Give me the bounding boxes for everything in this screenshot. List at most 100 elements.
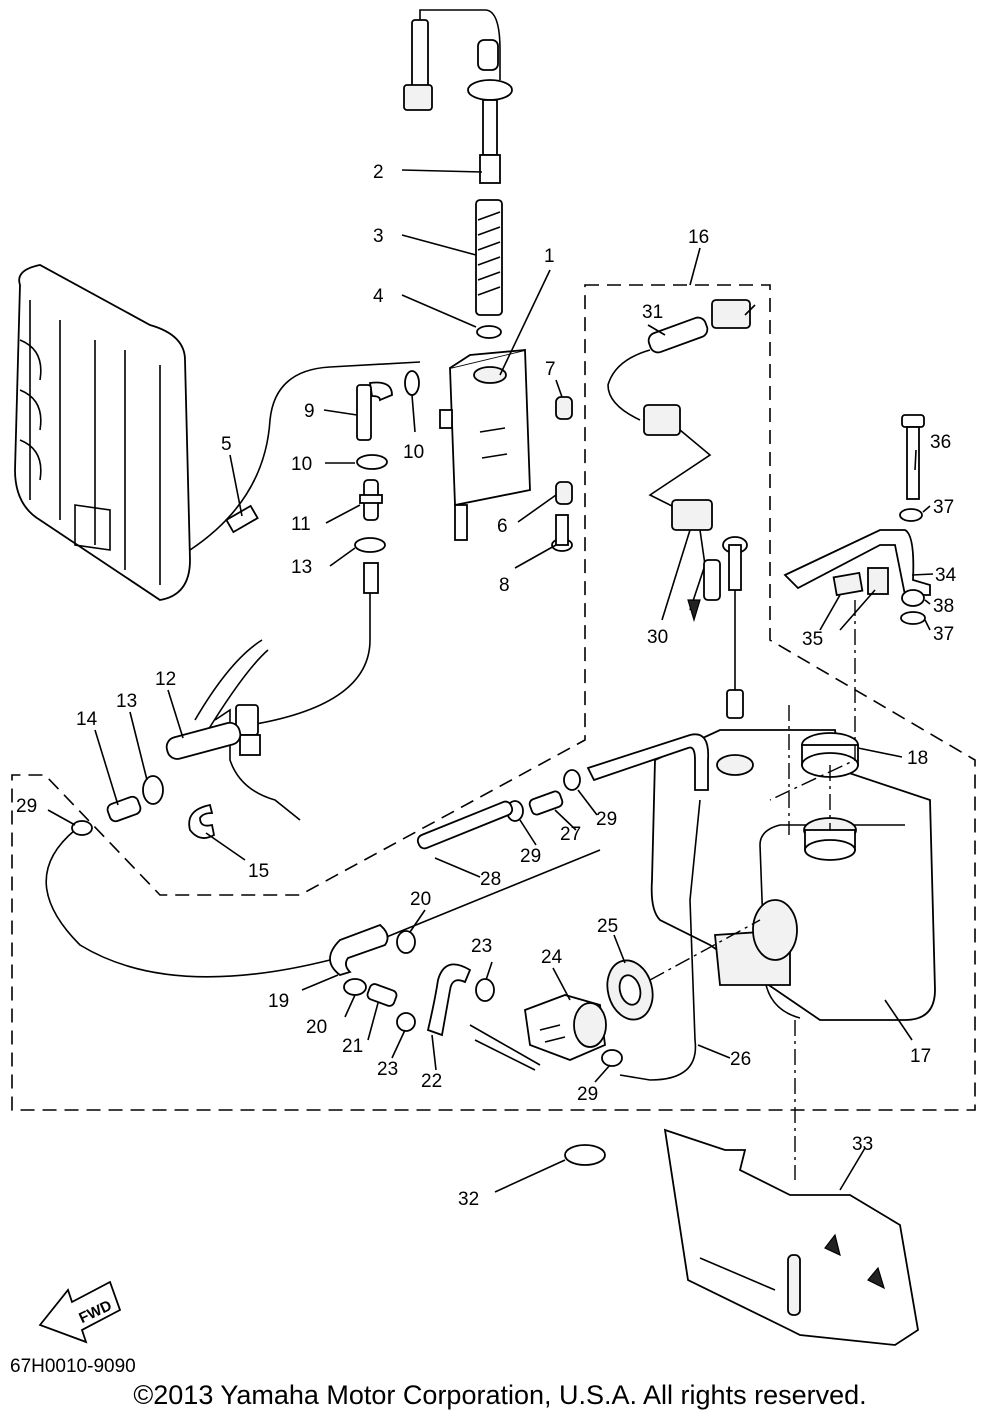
- grommet-6: [555, 481, 573, 505]
- callout-23a: 23: [471, 936, 492, 957]
- washer-37b: [900, 611, 926, 625]
- callout-13b: 13: [116, 691, 137, 712]
- clip-29a: [71, 820, 93, 836]
- engine-block: [194, 639, 301, 821]
- callout-28: 28: [480, 869, 501, 890]
- callout-38: 38: [933, 596, 954, 617]
- oil-pump: [469, 994, 607, 1071]
- callout-23b: 23: [377, 1059, 398, 1080]
- clip-29c: [563, 769, 581, 791]
- clip-23b: [475, 978, 495, 1002]
- callout-16: 16: [688, 227, 709, 248]
- callout-20a: 20: [410, 889, 431, 910]
- hose-19: [329, 923, 389, 976]
- hose-9: [368, 381, 393, 402]
- callout-2: 2: [373, 162, 384, 183]
- callout-29d: 29: [577, 1084, 598, 1105]
- hose-27-run: [586, 733, 710, 791]
- clip-13a: [354, 537, 386, 553]
- pad-35a: [832, 571, 864, 597]
- clip-20a: [396, 930, 416, 954]
- sub-oil-tank: [439, 348, 531, 541]
- callout-3: 3: [373, 226, 384, 247]
- joint-14: [106, 795, 142, 823]
- callout-22: 22: [421, 1071, 442, 1092]
- callout-7: 7: [545, 359, 556, 380]
- clamp-15: [188, 803, 216, 839]
- washer-37a: [899, 508, 923, 522]
- callout-37a: 37: [933, 497, 954, 518]
- callout-15: 15: [248, 861, 269, 882]
- callout-14: 14: [76, 709, 98, 730]
- callout-20b: 20: [306, 1017, 327, 1038]
- callout-32: 32: [458, 1189, 479, 1210]
- callout-13a: 13: [291, 557, 312, 578]
- clip-10a: [356, 454, 388, 470]
- callout-6: 6: [497, 516, 508, 537]
- callout-33: 33: [852, 1134, 873, 1155]
- bolt-36: [901, 414, 925, 500]
- callout-29c: 29: [596, 809, 617, 830]
- copyright-notice: ©2013 Yamaha Motor Corporation, U.S.A. A…: [133, 1380, 867, 1410]
- callout-34: 34: [935, 565, 957, 586]
- document-code: 67H0010-9090: [10, 1356, 136, 1377]
- group-boundary-16: [11, 284, 976, 1111]
- callout-26: 26: [730, 1049, 751, 1070]
- hose-22: [426, 963, 472, 1037]
- grommet-7: [555, 396, 573, 420]
- clip-20b: [343, 978, 367, 996]
- clip-13b: [142, 775, 164, 805]
- clip-23a: [396, 1012, 416, 1032]
- oil-tank-neck: [803, 817, 857, 861]
- strainer-25: [606, 959, 654, 1021]
- callout-12: 12: [155, 669, 176, 690]
- callout-29a: 29: [16, 796, 37, 817]
- clip-29d: [601, 1049, 623, 1067]
- nut-38: [901, 589, 925, 607]
- callout-8: 8: [499, 575, 510, 596]
- fwd-arrow: FWD: [38, 1280, 122, 1344]
- callout-10b: 10: [403, 442, 424, 463]
- leader-lines: [47, 169, 934, 1193]
- clamp-32: [564, 1144, 606, 1166]
- hose-28: [416, 800, 514, 850]
- hose-big-loop: [45, 829, 601, 978]
- callout-11: 11: [291, 514, 311, 535]
- bracket-34: [783, 529, 931, 596]
- joint-11: [359, 479, 383, 521]
- callout-labels: 1 2 3 4 5 6 7 8 9 10 10 11 12 13 13 14 1…: [16, 162, 957, 1210]
- o-ring: [476, 325, 502, 339]
- callout-5: 5: [221, 434, 232, 455]
- oil-tank: [650, 729, 936, 1021]
- pad-35b: [867, 567, 889, 595]
- callout-36: 36: [930, 432, 951, 453]
- callout-9: 9: [304, 401, 315, 422]
- hose-26: [619, 799, 701, 1081]
- callout-1: 1: [544, 246, 555, 267]
- callout-18: 18: [907, 748, 928, 769]
- tank-bracket: [663, 1128, 919, 1346]
- oil-filter: [475, 199, 503, 316]
- callout-19: 19: [268, 991, 289, 1012]
- callout-31: 31: [642, 302, 663, 323]
- callout-29b: 29: [520, 846, 541, 867]
- callout-4: 4: [373, 286, 384, 307]
- oil-level-sensor-harness: [403, 9, 513, 184]
- callout-10a: 10: [291, 454, 312, 475]
- callout-37b: 37: [933, 624, 954, 645]
- sensor-30: [671, 499, 748, 719]
- callout-30: 30: [647, 627, 668, 648]
- joint-21: [366, 983, 398, 1007]
- clip-10b: [404, 370, 420, 396]
- callout-21: 21: [342, 1036, 363, 1057]
- callout-24: 24: [541, 947, 563, 968]
- callout-25: 25: [597, 916, 618, 937]
- harness-31: [607, 299, 751, 511]
- joint-27: [528, 790, 564, 816]
- callout-35: 35: [802, 629, 823, 650]
- hose-12: [165, 721, 242, 760]
- callout-17: 17: [910, 1046, 931, 1067]
- bolt-8: [551, 514, 573, 552]
- hose-12-upper: [249, 565, 371, 726]
